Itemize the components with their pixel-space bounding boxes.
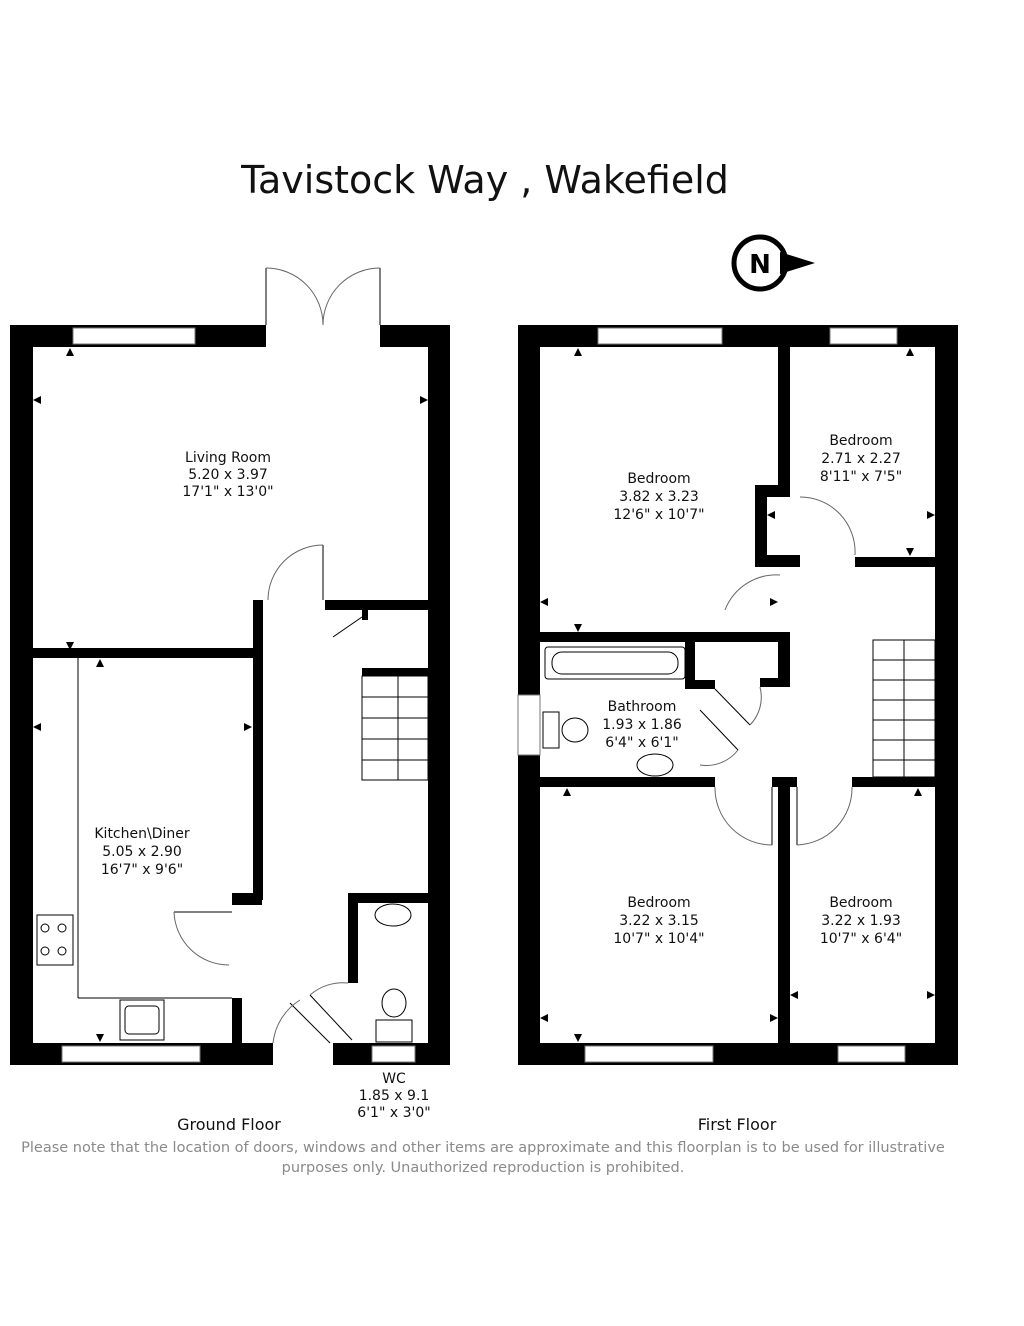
room-label-text: 1.93 x 1.86 xyxy=(602,717,682,733)
room-label-text: 3.22 x 1.93 xyxy=(821,913,901,929)
room-label-bathroom: Bathroom 1.93 x 1.86 6'4" x 6'1" xyxy=(602,699,682,751)
compass-letter: N xyxy=(749,250,771,280)
disclaimer-line-1: Please note that the location of doors, … xyxy=(21,1140,945,1156)
room-label-wc: WC 1.85 x 9.1 6'1" x 3'0" xyxy=(357,1071,430,1121)
room-label-text: 12'6" x 10'7" xyxy=(613,507,704,523)
room-label-text: Bedroom xyxy=(829,895,892,911)
ground-floor-plan xyxy=(10,267,450,1065)
room-label-bedroom-3: Bedroom 3.22 x 3.15 10'7" x 10'4" xyxy=(613,895,704,947)
basin-icon xyxy=(374,903,412,927)
hob-icon xyxy=(36,914,74,966)
room-label-text: 3.82 x 3.23 xyxy=(619,489,699,505)
room-label-text: 6'4" x 6'1" xyxy=(605,735,678,751)
room-label-text: 5.05 x 2.90 xyxy=(102,844,182,860)
room-label-text: 2.71 x 2.27 xyxy=(821,451,901,467)
room-label-kitchen-diner: Kitchen\Diner 5.05 x 2.90 16'7" x 9'6" xyxy=(94,826,189,878)
room-label-text: Living Room xyxy=(185,450,271,466)
room-label-text: 16'7" x 9'6" xyxy=(101,862,183,878)
page-title: Tavistock Way , Wakefield xyxy=(240,158,729,202)
room-label-text: Bathroom xyxy=(608,699,677,715)
room-label-text: 10'7" x 10'4" xyxy=(613,931,704,947)
room-label-text: Kitchen\Diner xyxy=(94,826,189,842)
basin-icon xyxy=(636,753,674,777)
staircase xyxy=(361,675,429,781)
first-floor-label: First Floor xyxy=(698,1115,777,1134)
room-label-text: 6'1" x 3'0" xyxy=(357,1105,430,1121)
room-label-living-room: Living Room 5.20 x 3.97 17'1" x 13'0" xyxy=(182,450,273,500)
room-label-text: 5.20 x 3.97 xyxy=(188,467,268,483)
room-label-text: Bedroom xyxy=(627,895,690,911)
ground-floor-label: Ground Floor xyxy=(177,1115,281,1134)
disclaimer-line-2: purposes only. Unauthorized reproduction… xyxy=(282,1160,685,1176)
room-label-text: WC xyxy=(382,1071,406,1087)
room-label-text: Bedroom xyxy=(829,433,892,449)
room-label-text: 3.22 x 3.15 xyxy=(619,913,699,929)
north-compass-icon: N xyxy=(731,234,815,292)
toilet-icon xyxy=(381,988,407,1018)
room-label-bedroom-1: Bedroom 3.82 x 3.23 12'6" x 10'7" xyxy=(613,471,704,523)
first-floor-plan xyxy=(517,325,958,1065)
bath-icon xyxy=(544,646,686,680)
staircase xyxy=(872,639,936,778)
sink-icon xyxy=(119,999,165,1041)
room-label-text: 17'1" x 13'0" xyxy=(182,484,273,500)
room-label-text: 1.85 x 9.1 xyxy=(359,1088,430,1104)
room-label-text: 8'11" x 7'5" xyxy=(820,469,902,485)
room-label-text: Bedroom xyxy=(627,471,690,487)
toilet-icon xyxy=(561,717,589,743)
room-label-bedroom-2: Bedroom 2.71 x 2.27 8'11" x 7'5" xyxy=(820,433,902,485)
room-label-text: 10'7" x 6'4" xyxy=(820,931,902,947)
room-label-bedroom-4: Bedroom 3.22 x 1.93 10'7" x 6'4" xyxy=(820,895,902,947)
